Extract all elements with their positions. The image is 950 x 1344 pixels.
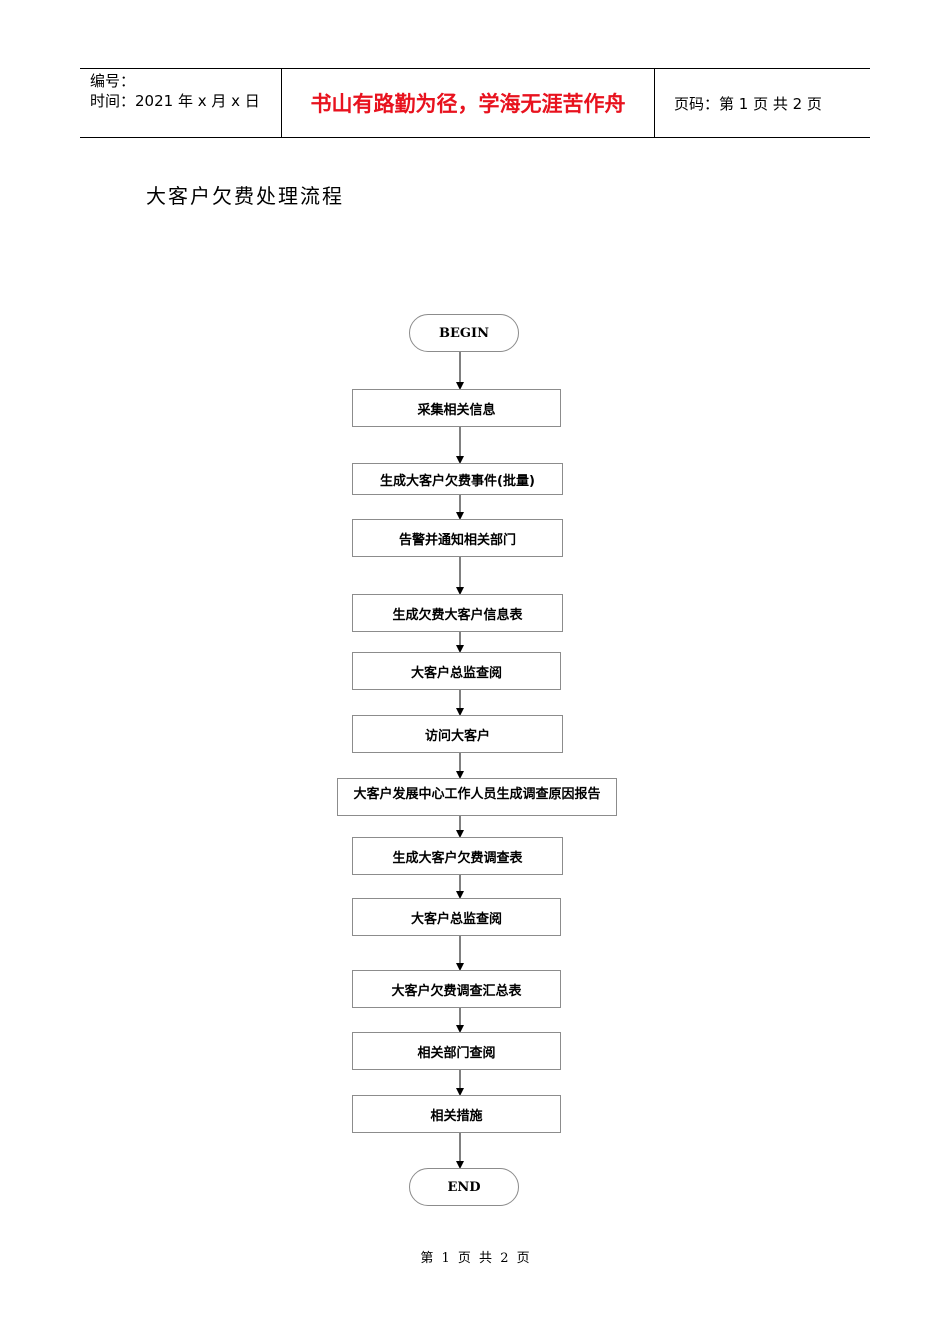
header-slogan: 书山有路勤为径，学海无涯苦作舟 xyxy=(282,69,655,137)
step-generate-arrears-info-table: 生成欠费大客户信息表 xyxy=(352,594,563,632)
step-generate-investigation-table: 生成大客户欠费调查表 xyxy=(352,837,563,875)
number-label: 编号： xyxy=(90,72,136,90)
step-generate-arrears-event: 生成大客户欠费事件(批量) xyxy=(352,463,563,495)
step-investigation-summary: 大客户欠费调查汇总表 xyxy=(352,970,561,1008)
page-number-label: 页码：第 1 页 共 2 页 xyxy=(664,69,870,137)
time-label: 时间：2021 年 x 月 x 日 xyxy=(90,92,260,110)
step-investigation-report: 大客户发展中心工作人员生成调查原因报告 xyxy=(337,778,617,816)
header-table: 编号： 时间：2021 年 x 月 x 日 书山有路勤为径，学海无涯苦作舟 页码… xyxy=(80,68,870,138)
step-alert-notify: 告警并通知相关部门 xyxy=(352,519,563,557)
end-terminal: END xyxy=(409,1168,519,1206)
begin-terminal: BEGIN xyxy=(409,314,519,352)
header-meta-cell: 编号： 时间：2021 年 x 月 x 日 xyxy=(80,69,282,137)
step-related-measures: 相关措施 xyxy=(352,1095,561,1133)
step-departments-review: 相关部门查阅 xyxy=(352,1032,561,1070)
page-footer: 第 1 页 共 2 页 xyxy=(420,1251,530,1266)
step-collect-info: 采集相关信息 xyxy=(352,389,561,427)
step-director-review-2: 大客户总监查阅 xyxy=(352,898,561,936)
document-title: 大客户欠费处理流程 xyxy=(146,184,344,208)
page-number-text: 页码：第 1 页 共 2 页 xyxy=(674,94,822,113)
step-visit-client: 访问大客户 xyxy=(352,715,563,753)
step-director-review-1: 大客户总监查阅 xyxy=(352,652,561,690)
